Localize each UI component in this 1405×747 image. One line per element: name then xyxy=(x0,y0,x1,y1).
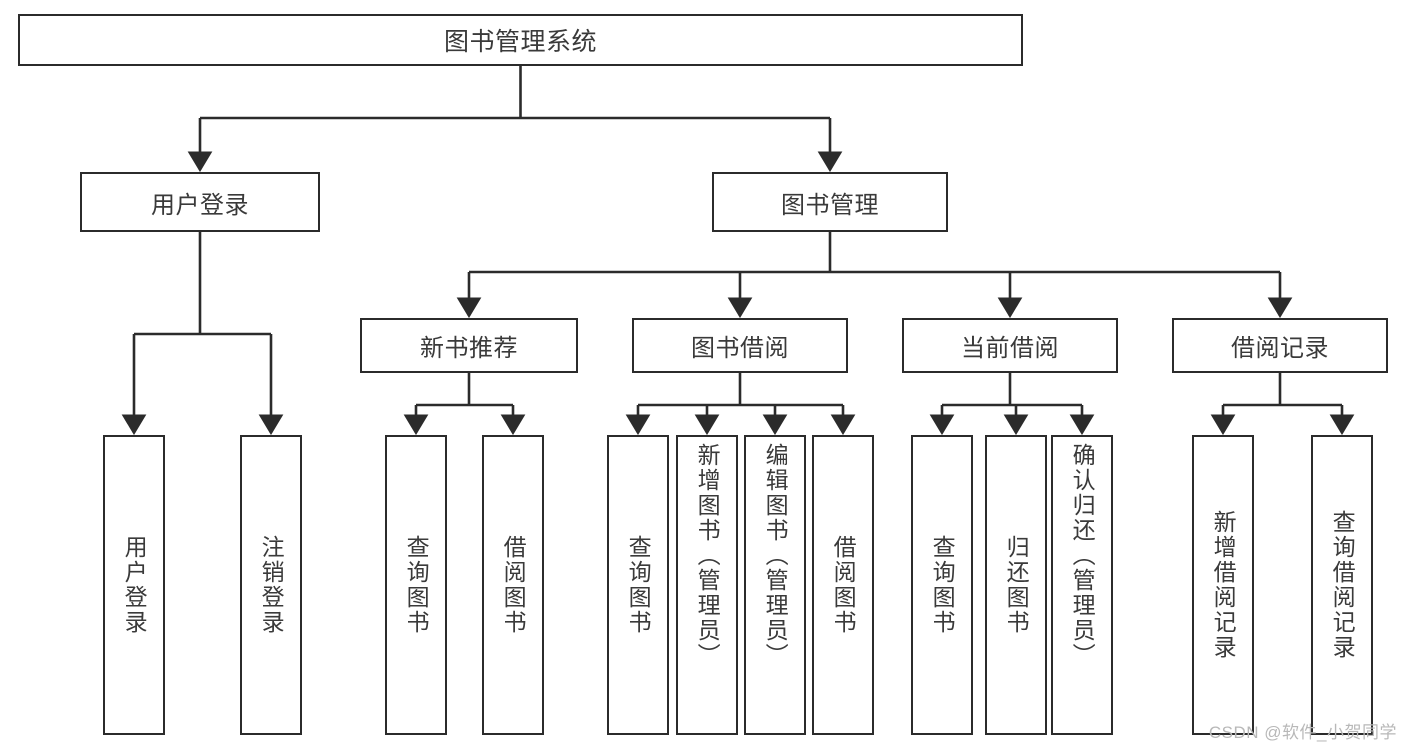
node-label: 确认归还（管理员） xyxy=(1069,443,1096,668)
node-label: 借阅图书 xyxy=(830,535,857,635)
node-label: 图书管理 xyxy=(781,191,879,219)
node-label: 查询借阅记录 xyxy=(1329,510,1356,660)
node-new-book-rec[interactable]: 新书推荐 xyxy=(360,318,578,373)
node-label: 用户登录 xyxy=(121,535,148,635)
node-label: 编辑图书（管理员） xyxy=(762,443,789,668)
node-label: 注销登录 xyxy=(258,535,285,635)
node-borrow-record[interactable]: 借阅记录 xyxy=(1172,318,1388,373)
node-leaf-user-login[interactable]: 用户登录 xyxy=(103,435,165,735)
node-book-manage[interactable]: 图书管理 xyxy=(712,172,948,232)
node-leaf-query-book-1[interactable]: 查询图书 xyxy=(385,435,447,735)
node-label: 当前借阅 xyxy=(961,335,1059,362)
node-label: 图书借阅 xyxy=(691,335,789,362)
node-leaf-return-book[interactable]: 归还图书 xyxy=(985,435,1047,735)
node-leaf-query-book-3[interactable]: 查询图书 xyxy=(911,435,973,735)
node-label: 新增图书（管理员） xyxy=(694,443,721,668)
watermark-label: CSDN @软件_小贺同学 xyxy=(1208,723,1397,742)
node-label: 新书推荐 xyxy=(420,335,518,362)
node-label: 查询图书 xyxy=(403,535,430,635)
node-label: 用户登录 xyxy=(151,191,249,219)
node-leaf-confirm-return[interactable]: 确认归还（管理员） xyxy=(1051,435,1113,735)
node-book-borrow[interactable]: 图书借阅 xyxy=(632,318,848,373)
node-leaf-add-record[interactable]: 新增借阅记录 xyxy=(1192,435,1254,735)
node-leaf-query-book-2[interactable]: 查询图书 xyxy=(607,435,669,735)
node-leaf-add-book[interactable]: 新增图书（管理员） xyxy=(676,435,738,735)
node-label: 查询图书 xyxy=(929,535,956,635)
node-label: 新增借阅记录 xyxy=(1210,510,1237,660)
node-leaf-query-record[interactable]: 查询借阅记录 xyxy=(1311,435,1373,735)
node-leaf-borrow-book-1[interactable]: 借阅图书 xyxy=(482,435,544,735)
node-label: 查询图书 xyxy=(625,535,652,635)
node-leaf-edit-book[interactable]: 编辑图书（管理员） xyxy=(744,435,806,735)
node-user-login[interactable]: 用户登录 xyxy=(80,172,320,232)
node-label: 图书管理系统 xyxy=(443,28,597,56)
node-label: 借阅记录 xyxy=(1231,335,1329,362)
node-root[interactable]: 图书管理系统 xyxy=(18,14,1023,66)
node-label: 借阅图书 xyxy=(500,535,527,635)
node-leaf-logout-login[interactable]: 注销登录 xyxy=(240,435,302,735)
node-leaf-borrow-book-2[interactable]: 借阅图书 xyxy=(812,435,874,735)
node-label: 归还图书 xyxy=(1003,535,1030,635)
node-current-borrow[interactable]: 当前借阅 xyxy=(902,318,1118,373)
